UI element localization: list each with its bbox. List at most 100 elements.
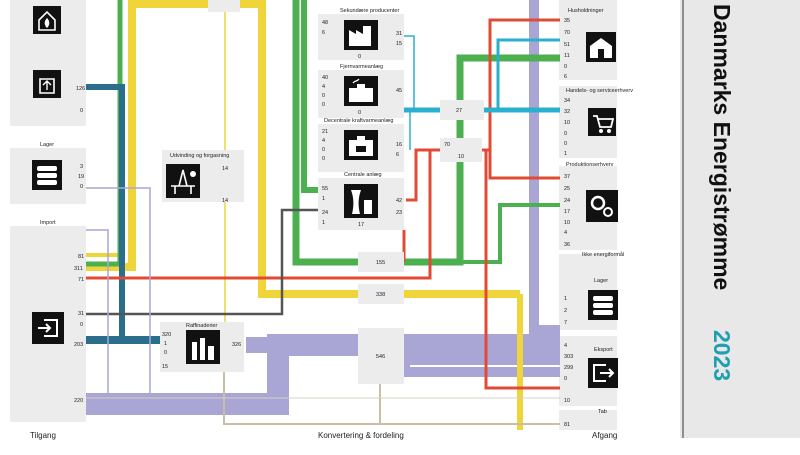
node-value: 17 [358, 222, 364, 228]
title-panel [680, 0, 800, 438]
left-value: 220 [74, 398, 83, 404]
right-value: 34 [564, 98, 570, 104]
right-value: 24 [564, 198, 570, 204]
refinery-value: 320 [162, 332, 171, 338]
stack-icon [588, 290, 618, 320]
right-value: 37 [564, 174, 570, 180]
flow-lilac-thin-2 [86, 187, 151, 394]
hub-value: 10 [458, 154, 464, 160]
hub-electricity [440, 138, 482, 162]
left-value: 0 [80, 322, 83, 328]
left-value: 71 [78, 277, 84, 283]
right-value: 1 [564, 151, 567, 157]
node-value: 55 [322, 186, 328, 192]
node-value: 6 [396, 152, 399, 158]
node-value: 0 [322, 147, 325, 153]
node-value: 0 [322, 156, 325, 162]
flow-oil-domestic [529, 0, 560, 335]
refinery-value: 0 [164, 350, 167, 356]
node-value: 16 [396, 142, 402, 148]
flow-green-production [404, 203, 560, 264]
node-value: 42 [396, 198, 402, 204]
flow-coal-left [86, 84, 125, 343]
page-title: Danmarks Energistrømme 2023 [709, 4, 735, 381]
hub-oil-gas-total [358, 284, 404, 304]
refinery-value: 1 [164, 341, 167, 347]
right-value: 303 [564, 354, 573, 360]
right-loss-panel [559, 410, 617, 430]
flow-oil-export [400, 355, 560, 377]
node-value: 6 [322, 30, 325, 36]
right-value: 10 [564, 398, 570, 404]
hub-value: 27 [456, 108, 462, 114]
trade-label: Handels- og serviceerhverv [566, 88, 633, 94]
power-plant-icon [344, 184, 378, 218]
refinery-value: 15 [162, 364, 168, 370]
hub-value: 70 [444, 142, 450, 148]
left-value: 31 [78, 311, 84, 317]
households-label: Husholdninger [568, 8, 604, 14]
flow-loss-thin [223, 360, 560, 425]
flow-electricity-export [484, 150, 560, 390]
flow-lilac-thin-1 [86, 229, 109, 394]
node-top-hub [208, 0, 240, 12]
left-value: 19 [78, 174, 84, 180]
flow-heat-secondary [404, 35, 415, 110]
node-value: 1 [322, 196, 325, 202]
right-value: 6 [564, 74, 567, 80]
hub-value: 546 [376, 354, 385, 360]
right-value: 7 [564, 320, 567, 326]
footer-conversion: Konvertering & fordeling [318, 431, 404, 440]
right-storage-label: Lager [594, 278, 608, 284]
node-value: 0 [322, 93, 325, 99]
node-value: 24 [322, 210, 328, 216]
flow-grey-central [86, 208, 318, 316]
left-storage-label: Lager [40, 142, 54, 148]
right-value: 0 [564, 131, 567, 137]
left-value: 311 [74, 266, 83, 272]
decentral-chp-label: Decentrale kraftvarmeanlæg [324, 118, 393, 124]
right-value: 25 [564, 186, 570, 192]
shopping-cart-icon [588, 108, 616, 136]
node-value: 15 [396, 41, 402, 47]
recycle-icon [33, 70, 61, 98]
house-icon [586, 32, 616, 62]
node-value: 48 [322, 20, 328, 26]
node-value: 0 [358, 110, 361, 116]
production-label: Produktionserhverv [566, 162, 614, 168]
right-value: 17 [564, 209, 570, 215]
district-heating-label: Fjernvarmeanlæg [340, 64, 383, 70]
left-import-label: Import [40, 220, 56, 226]
refinery-icon [186, 330, 220, 364]
import-icon [32, 312, 64, 344]
right-value: 0 [564, 64, 567, 70]
node-value: 23 [396, 210, 402, 216]
hub-electricity-total [358, 252, 404, 272]
left-value: 81 [78, 254, 84, 260]
left-value: 3 [80, 164, 83, 170]
right-value: 32 [564, 109, 570, 115]
footer-use: Afgang [592, 431, 617, 440]
node-value: 45 [396, 88, 402, 94]
left-value: 126 [76, 86, 85, 92]
node-value: 4 [322, 84, 325, 90]
hub-value: 338 [376, 292, 385, 298]
left-value: 0 [80, 184, 83, 190]
title-year: 2023 [709, 330, 735, 381]
flow-yellow-left-trunk [86, 0, 136, 271]
flow-heat-households [496, 38, 560, 110]
right-value: 36 [564, 242, 570, 248]
export-label: Eksport [594, 347, 613, 353]
right-value: 35 [564, 18, 570, 24]
hub-oil-total [358, 328, 404, 384]
other-purposes-label: Ikke energiformål [582, 251, 624, 258]
node-value: 0 [358, 54, 361, 60]
refinery-value: 326 [232, 342, 241, 348]
right-value: 1 [564, 296, 567, 302]
fire-icon [33, 6, 61, 34]
right-value: 10 [564, 220, 570, 226]
right-value: 4 [564, 343, 567, 349]
left-value: 0 [80, 108, 83, 114]
extraction-value: 14 [222, 198, 228, 204]
